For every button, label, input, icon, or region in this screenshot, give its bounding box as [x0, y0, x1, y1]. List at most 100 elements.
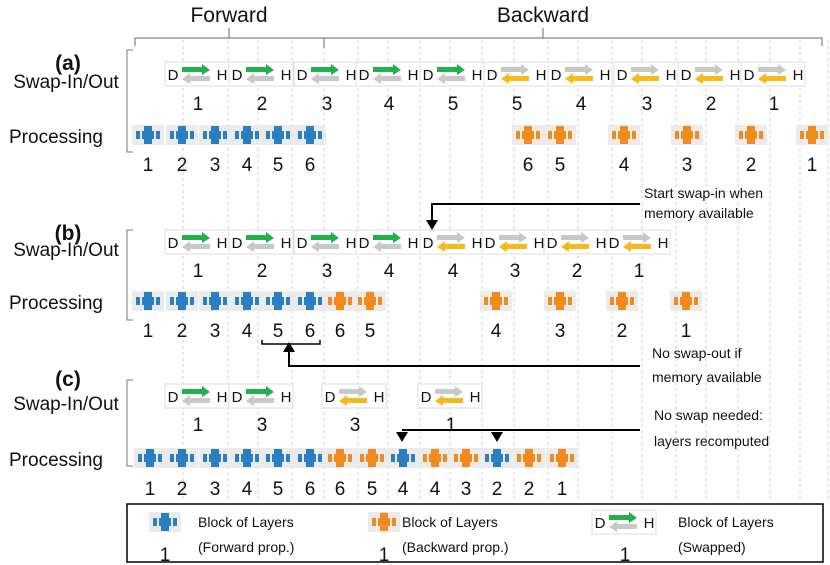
host-glyph: H [217, 67, 228, 84]
device-glyph: D [681, 67, 692, 84]
annotation-recompute-line-1: No swap needed: [654, 407, 763, 423]
device-glyph: D [421, 389, 432, 406]
legend-number: 1 [160, 545, 171, 565]
swap-number: 1 [634, 261, 645, 282]
device-glyph: D [359, 67, 370, 84]
swap-number: 3 [322, 94, 333, 115]
host-glyph: H [472, 235, 483, 252]
swap-number: 1 [193, 261, 204, 282]
annotation-swap-in-line-1: Start swap-in when [644, 185, 763, 201]
swap-number: 2 [572, 261, 583, 282]
arrowhead [491, 432, 503, 442]
panel-bracket [126, 49, 133, 153]
backward-block-icon [513, 448, 545, 468]
swap-number: 1 [193, 94, 204, 115]
swap-number: 1 [446, 415, 457, 436]
panel-bracket [126, 229, 133, 321]
backward-block-icon [735, 125, 767, 145]
annotation-swap-in-line-2: memory available [644, 205, 754, 221]
backward-block-icon [480, 291, 512, 311]
backward-block-icon [354, 291, 386, 311]
device-glyph: D [423, 235, 434, 252]
block-number: 1 [807, 155, 818, 176]
panel-label-c: (c) [55, 368, 81, 391]
host-glyph: H [472, 67, 483, 84]
swap-number: 3 [350, 415, 361, 436]
host-glyph: H [596, 235, 607, 252]
backward-block-icon [546, 448, 578, 468]
host-glyph: H [600, 67, 611, 84]
swap-row-label: Swap-In/Out [13, 240, 119, 261]
annotations: Start swap-in when memory available No swa… [261, 185, 769, 449]
host-glyph: H [536, 67, 547, 84]
block-number: 6 [305, 321, 316, 342]
device-glyph: D [168, 389, 179, 406]
swap-number: 1 [193, 415, 204, 436]
host-glyph: H [470, 389, 481, 406]
panel-bracket [126, 379, 133, 467]
panel-label-a: (a) [55, 52, 81, 75]
backward-block-icon [796, 125, 828, 145]
backward-block-icon [606, 291, 638, 311]
host-glyph: H [281, 389, 292, 406]
forward-block-icon [387, 448, 419, 468]
block-number: 1 [143, 321, 154, 342]
device-glyph: D [297, 67, 308, 84]
host-glyph: H [408, 67, 419, 84]
backward-block-icon [324, 291, 356, 311]
swap-number: 2 [706, 94, 717, 115]
arrowhead [396, 432, 408, 442]
annotation-no-swap-out-line-2: memory available [652, 369, 762, 385]
host-glyph: H [408, 235, 419, 252]
block-number: 3 [682, 155, 693, 176]
annotation-no-swap-out-line-1: No swap-out if [652, 345, 742, 361]
host-glyph: H [644, 515, 655, 532]
block-number: 2 [177, 321, 188, 342]
device-glyph: D [359, 235, 370, 252]
block-number: 1 [681, 321, 692, 342]
host-glyph: H [666, 67, 677, 84]
swap-number: 3 [257, 415, 268, 436]
device-glyph: D [325, 389, 336, 406]
block-number: 6 [305, 155, 316, 176]
device-glyph: D [595, 515, 606, 532]
block-number: 4 [398, 479, 409, 500]
host-glyph: H [346, 67, 357, 84]
block-number: 3 [461, 479, 472, 500]
forward-block-icon [166, 448, 198, 468]
backward-block-icon [419, 448, 451, 468]
device-glyph: D [617, 67, 628, 84]
block-number: 3 [210, 155, 221, 176]
processing-row-label: Processing [9, 293, 103, 314]
forward-block-icon [294, 291, 326, 311]
block-number: 3 [210, 321, 221, 342]
legend-number: 1 [379, 545, 390, 565]
backward-block-icon [544, 291, 576, 311]
forward-block-icon [134, 448, 166, 468]
swap-number: 4 [384, 94, 395, 115]
block-number: 1 [145, 479, 156, 500]
swap-number: 4 [448, 261, 459, 282]
forward-block-icon [262, 125, 294, 145]
swap-row-label: Swap-In/Out [13, 72, 119, 93]
swap-number: 4 [576, 94, 587, 115]
forward-block-icon [149, 512, 181, 532]
block-number: 1 [143, 155, 154, 176]
block-number: 5 [273, 155, 284, 176]
forward-block-icon [199, 125, 231, 145]
